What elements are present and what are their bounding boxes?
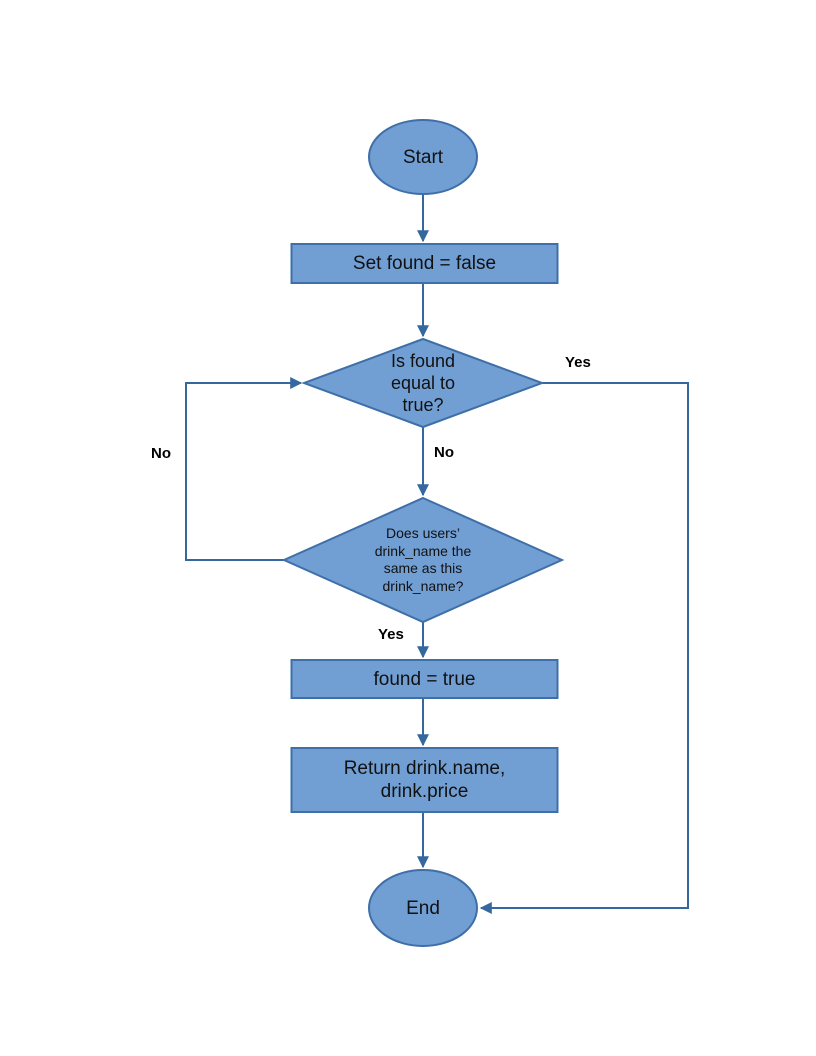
set-found-false-node bbox=[290, 243, 559, 284]
edge-label-first-decision-no: No bbox=[434, 444, 454, 461]
end-node bbox=[368, 869, 478, 947]
edge-label-second-decision-no: No bbox=[151, 445, 171, 462]
start-node bbox=[368, 119, 478, 195]
found-true-node bbox=[290, 659, 559, 699]
connector-first-decision-yes-to-end bbox=[479, 382, 689, 914]
is-found-true-decision-node bbox=[301, 337, 545, 429]
edge-label-first-decision-yes: Yes bbox=[565, 354, 591, 371]
return-drink-node bbox=[290, 747, 559, 813]
edge-label-second-decision-yes: Yes bbox=[378, 626, 404, 643]
drink-name-match-decision-node bbox=[281, 496, 565, 624]
connector-second-decision-no-loop bbox=[185, 377, 303, 561]
